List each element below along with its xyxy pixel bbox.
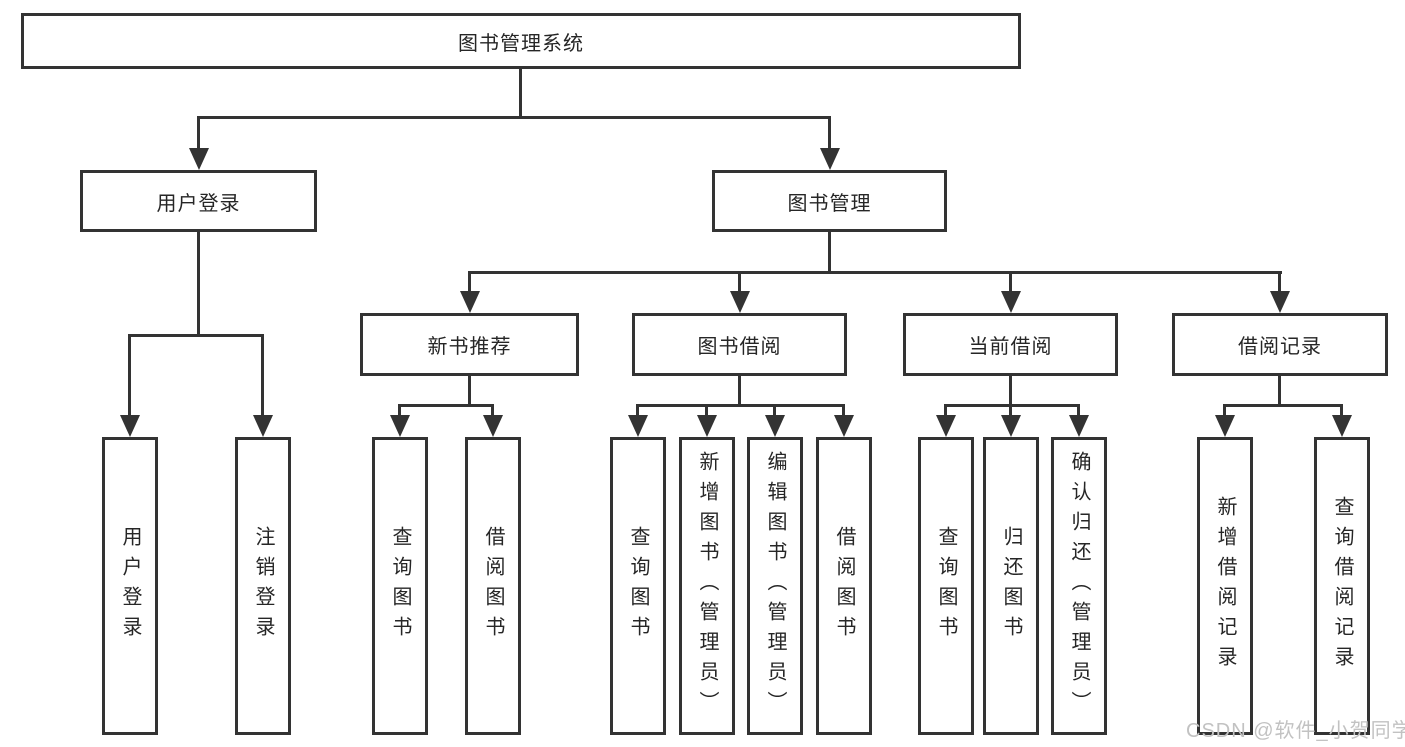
arrow-down-icon bbox=[483, 415, 503, 437]
node-new-book-recommendation: 新书推荐 bbox=[360, 313, 579, 376]
node-label: 归还图书 bbox=[1000, 526, 1022, 646]
line-segment bbox=[398, 404, 401, 417]
node-label: 借阅图书 bbox=[482, 526, 504, 646]
line-segment bbox=[1278, 376, 1281, 407]
arrow-down-icon bbox=[1215, 415, 1235, 437]
arrow-down-icon bbox=[765, 415, 785, 437]
node-label: 新书推荐 bbox=[427, 336, 512, 358]
line-segment bbox=[1009, 376, 1012, 407]
line-segment bbox=[828, 116, 831, 150]
leaf-query-books-current: 查询图书 bbox=[918, 437, 974, 735]
line-segment bbox=[261, 334, 264, 417]
line-segment bbox=[842, 404, 845, 417]
line-segment bbox=[128, 334, 264, 337]
line-segment bbox=[197, 116, 831, 119]
line-segment bbox=[738, 376, 741, 407]
line-segment bbox=[468, 271, 471, 293]
leaf-user-login: 用户登录 bbox=[102, 437, 158, 735]
node-label: 查询图书 bbox=[935, 526, 957, 646]
arrow-down-icon bbox=[390, 415, 410, 437]
node-label: 图书借阅 bbox=[697, 336, 782, 358]
line-segment bbox=[828, 231, 831, 274]
node-current-borrowing: 当前借阅 bbox=[903, 313, 1118, 376]
line-segment bbox=[944, 404, 1080, 407]
node-label: 图书管理 bbox=[787, 192, 872, 215]
node-book-management: 图书管理 bbox=[712, 170, 947, 232]
line-segment bbox=[398, 404, 494, 407]
arrow-down-icon bbox=[834, 415, 854, 437]
line-segment bbox=[468, 376, 471, 407]
leaf-query-books-recommend: 查询图书 bbox=[372, 437, 428, 735]
line-segment bbox=[1278, 271, 1281, 293]
node-label: 新增借阅记录 bbox=[1214, 496, 1236, 676]
line-segment bbox=[636, 404, 845, 407]
line-segment bbox=[468, 271, 1282, 274]
node-book-borrowing: 图书借阅 bbox=[632, 313, 847, 376]
leaf-add-books-admin: 新增图书（管理员） bbox=[679, 437, 735, 735]
arrow-down-icon bbox=[253, 415, 273, 437]
leaf-query-borrow-record: 查询借阅记录 bbox=[1314, 437, 1370, 735]
node-label: 借阅记录 bbox=[1238, 336, 1322, 358]
node-label: 用户登录 bbox=[156, 192, 241, 215]
arrow-down-icon bbox=[460, 291, 480, 313]
line-segment bbox=[1077, 404, 1080, 417]
arrow-down-icon bbox=[1332, 415, 1352, 437]
leaf-edit-books-admin: 编辑图书（管理员） bbox=[747, 437, 803, 735]
node-label: 用户登录 bbox=[119, 526, 141, 646]
leaf-query-books-borrowing: 查询图书 bbox=[610, 437, 666, 735]
arrow-down-icon bbox=[1001, 291, 1021, 313]
line-segment bbox=[1223, 404, 1226, 417]
line-segment bbox=[738, 271, 741, 293]
arrow-down-icon bbox=[730, 291, 750, 313]
arrow-down-icon bbox=[189, 148, 209, 170]
line-segment bbox=[1223, 404, 1343, 407]
line-segment bbox=[197, 116, 200, 150]
node-user-login: 用户登录 bbox=[80, 170, 317, 232]
arrow-down-icon bbox=[628, 415, 648, 437]
node-label: 当前借阅 bbox=[968, 336, 1053, 358]
leaf-add-borrow-record: 新增借阅记录 bbox=[1197, 437, 1253, 735]
node-label: 编辑图书（管理员） bbox=[764, 451, 786, 721]
node-label: 图书管理系统 bbox=[458, 32, 584, 55]
node-label: 查询图书 bbox=[627, 526, 649, 646]
line-segment bbox=[705, 404, 708, 417]
node-borrowing-records: 借阅记录 bbox=[1172, 313, 1388, 376]
line-segment bbox=[1009, 404, 1012, 417]
node-label: 借阅图书 bbox=[833, 526, 855, 646]
leaf-borrow-books-borrowing: 借阅图书 bbox=[816, 437, 872, 735]
line-segment bbox=[773, 404, 776, 417]
arrow-down-icon bbox=[936, 415, 956, 437]
line-segment bbox=[1340, 404, 1343, 417]
leaf-logout-login: 注销登录 bbox=[235, 437, 291, 735]
node-label: 查询借阅记录 bbox=[1331, 496, 1353, 676]
arrow-down-icon bbox=[1270, 291, 1290, 313]
arrow-down-icon bbox=[120, 415, 140, 437]
watermark: CSDN @软件_小贺同学 bbox=[1186, 720, 1405, 742]
line-segment bbox=[128, 334, 131, 417]
node-label: 新增图书（管理员） bbox=[696, 451, 718, 721]
arrow-down-icon bbox=[1001, 415, 1021, 437]
arrow-down-icon bbox=[697, 415, 717, 437]
arrow-down-icon bbox=[820, 148, 840, 170]
leaf-borrow-books-recommend: 借阅图书 bbox=[465, 437, 521, 735]
arrow-down-icon bbox=[1069, 415, 1089, 437]
node-label: 注销登录 bbox=[252, 526, 274, 646]
node-label: 查询图书 bbox=[389, 526, 411, 646]
line-segment bbox=[944, 404, 947, 417]
node-label: 确认归还（管理员） bbox=[1068, 451, 1090, 721]
line-segment bbox=[197, 231, 200, 337]
line-segment bbox=[519, 69, 522, 119]
line-segment bbox=[491, 404, 494, 417]
node-library-management-system: 图书管理系统 bbox=[21, 13, 1021, 69]
line-segment bbox=[636, 404, 639, 417]
leaf-confirm-return-admin: 确认归还（管理员） bbox=[1051, 437, 1107, 735]
leaf-return-books: 归还图书 bbox=[983, 437, 1039, 735]
line-segment bbox=[1009, 271, 1012, 293]
